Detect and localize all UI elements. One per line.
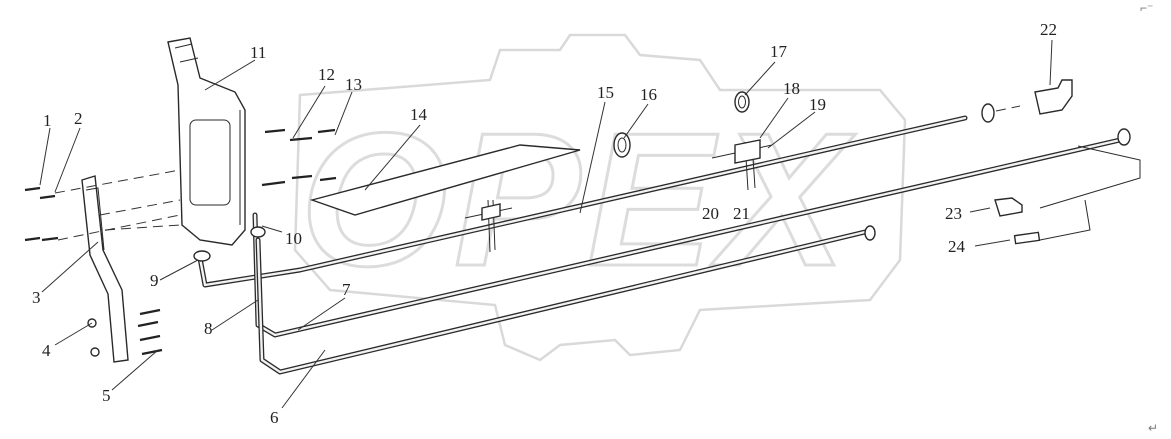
label-12: 12	[318, 65, 335, 84]
label-14: 14	[410, 105, 428, 124]
label-15: 15	[597, 83, 614, 102]
sleeve-24	[1013, 231, 1041, 245]
plate	[309, 144, 581, 216]
label-10: 10	[285, 229, 302, 248]
group-bracket	[1039, 145, 1141, 241]
label-23: 23	[945, 204, 962, 223]
elbow-23	[994, 197, 1023, 217]
label-3: 3	[32, 288, 41, 307]
label-24: 24	[948, 237, 966, 256]
fitting-10	[250, 226, 266, 238]
fitting-9	[193, 250, 211, 262]
ring-16	[613, 132, 631, 158]
corner-mark-bottom: ↵	[1148, 421, 1158, 435]
clip-left	[464, 199, 513, 253]
part-labels: 1 2 3 4 5 6 7 8 9 10 11 12 13 14 15 16 1…	[32, 20, 1057, 427]
label-13: 13	[345, 75, 362, 94]
bolt-set-lower	[87, 308, 163, 357]
label-19: 19	[809, 95, 826, 114]
bracket	[81, 175, 129, 363]
clip-right	[711, 139, 773, 191]
clamp-middle	[1117, 128, 1131, 146]
label-1: 1	[43, 111, 52, 130]
label-18: 18	[783, 79, 800, 98]
corner-mark-top: ⌐⁻	[1140, 1, 1153, 15]
bolt-set-left	[24, 169, 181, 242]
tank-bolts	[261, 128, 337, 187]
label-6: 6	[270, 408, 279, 427]
label-5: 5	[102, 386, 111, 405]
pipe-lower	[255, 229, 868, 375]
label-20: 20	[702, 204, 719, 223]
label-4: 4	[42, 341, 51, 360]
label-11: 11	[250, 43, 266, 62]
label-17: 17	[770, 42, 788, 61]
label-8: 8	[204, 319, 213, 338]
label-21: 21	[733, 204, 750, 223]
label-22: 22	[1040, 20, 1057, 39]
ring-17	[734, 91, 750, 113]
clamp-upper	[981, 103, 995, 123]
pipe-upper	[197, 115, 968, 288]
label-7: 7	[342, 280, 351, 299]
clamp-lower	[864, 225, 876, 241]
label-9: 9	[150, 271, 159, 290]
label-16: 16	[640, 85, 657, 104]
label-2: 2	[74, 109, 83, 128]
watermark-gear-icon	[293, 33, 907, 362]
tank	[167, 37, 246, 246]
elbow-hose-22	[1034, 79, 1073, 115]
leader-lines	[39, 39, 1053, 409]
